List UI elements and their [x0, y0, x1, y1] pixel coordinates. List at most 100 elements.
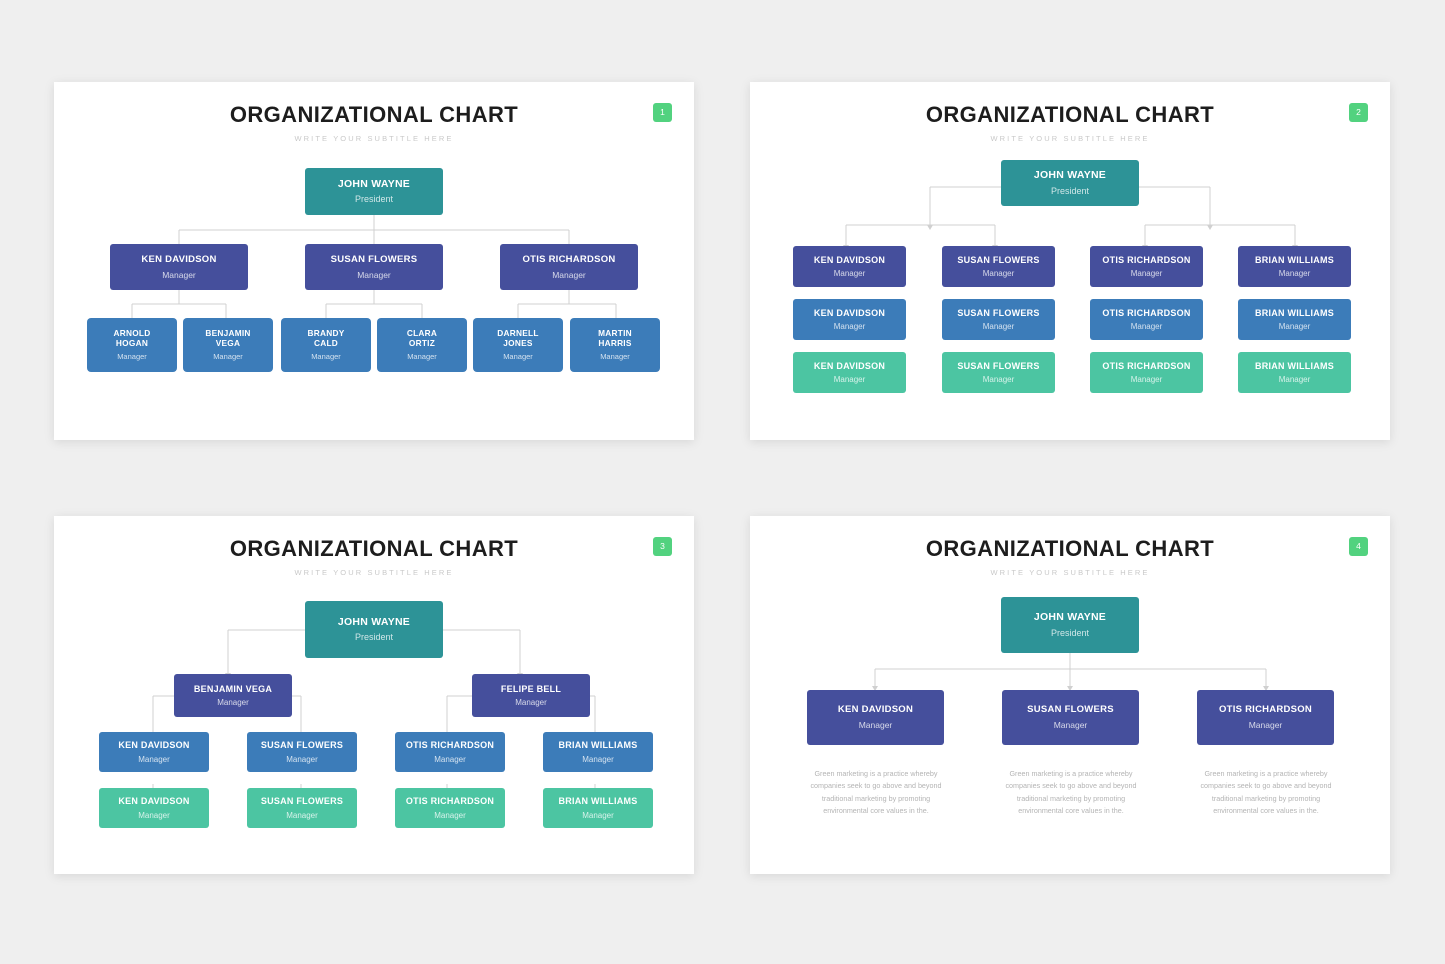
node-name: SUSAN FLOWERS: [1027, 704, 1114, 716]
node-child1-ken-davidson[interactable]: KEN DAVIDSON Manager: [99, 732, 209, 772]
node-president[interactable]: JOHN WAYNE President: [305, 601, 443, 658]
node-name-line2: HOGAN: [115, 337, 149, 348]
connector-lines: [843, 186, 1298, 250]
node-role: Manager: [286, 754, 318, 764]
node-manager-ken-davidson[interactable]: KEN DAVIDSON Manager: [110, 244, 248, 290]
node-child2-susan-flowers[interactable]: SUSAN FLOWERS Manager: [247, 788, 357, 828]
node-leaf-brandy-cald[interactable]: BRANDY CALD Manager: [281, 318, 371, 372]
node-leaf-clara-ortiz[interactable]: CLARA ORTIZ Manager: [377, 318, 467, 372]
chart-canvas: JOHN WAYNE President KEN DAVIDSON Manage…: [54, 82, 694, 440]
node-role: Manager: [503, 352, 533, 362]
node-name: SUSAN FLOWERS: [260, 740, 344, 751]
org-chart-slide-3: ORGANIZATIONAL CHART WRITE YOUR SUBTITLE…: [54, 516, 694, 874]
node-role: Manager: [138, 754, 170, 764]
description-text-ken-davidson: Green marketing is a practice whereby co…: [810, 769, 942, 816]
node-name-line1: MARTIN: [598, 328, 632, 339]
node-branch-benjamin-vega[interactable]: BENJAMIN VEGA Manager: [174, 674, 292, 717]
node-child1-susan-flowers[interactable]: SUSAN FLOWERS Manager: [247, 732, 357, 772]
node-leaf-martin-harris[interactable]: MARTIN HARRIS Manager: [570, 318, 660, 372]
node-name: OTIS RICHARDSON: [405, 740, 495, 751]
node-role: Manager: [286, 810, 318, 820]
node-role: Manager: [213, 352, 243, 362]
node-president[interactable]: JOHN WAYNE President: [1001, 160, 1139, 206]
node-name: OTIS RICHARDSON: [1102, 254, 1191, 265]
node-role: Manager: [582, 754, 614, 764]
node-name: OTIS RICHARDSON: [522, 253, 616, 265]
slide-header: ORGANIZATIONAL CHART WRITE YOUR SUBTITLE…: [750, 82, 1390, 143]
node-name-line2: ORTIZ: [408, 337, 436, 348]
node-name: KEN DAVIDSON: [118, 796, 190, 807]
node-name: SUSAN FLOWERS: [957, 254, 1040, 265]
node-president[interactable]: JOHN WAYNE President: [1001, 597, 1139, 653]
node-role: Manager: [858, 720, 893, 731]
node-col4-row2[interactable]: BRIAN WILLIAMS Manager: [1238, 299, 1351, 340]
node-role: Manager: [600, 352, 630, 362]
slide-number-badge: 2: [1349, 103, 1368, 122]
node-role: Manager: [982, 322, 1015, 332]
node-role: Manager: [1278, 375, 1311, 385]
node-role: Manager: [552, 269, 586, 280]
node-manager-susan-flowers[interactable]: SUSAN FLOWERS Manager: [305, 244, 443, 290]
slide-header: ORGANIZATIONAL CHART WRITE YOUR SUBTITLE…: [750, 516, 1390, 577]
node-name: KEN DAVIDSON: [118, 740, 190, 751]
node-name: JOHN WAYNE: [1033, 169, 1107, 182]
node-name: SUSAN FLOWERS: [957, 307, 1040, 318]
node-name: FELIPE BELL: [500, 683, 562, 694]
org-chart-slide-2: ORGANIZATIONAL CHART WRITE YOUR SUBTITLE…: [750, 82, 1390, 440]
node-leaf-darnell-jones[interactable]: DARNELL JONES Manager: [473, 318, 563, 372]
node-col1-row1[interactable]: KEN DAVIDSON Manager: [793, 246, 906, 287]
node-role: Manager: [1130, 375, 1163, 385]
node-leaf-arnold-hogan[interactable]: ARNOLD HOGAN Manager: [87, 318, 177, 372]
node-role: Manager: [1130, 269, 1163, 279]
node-child2-brian-williams[interactable]: BRIAN WILLIAMS Manager: [543, 788, 653, 828]
node-name-line1: DARNELL: [497, 328, 539, 339]
node-manager-ken-davidson[interactable]: KEN DAVIDSON Manager: [807, 690, 944, 745]
slide-header: ORGANIZATIONAL CHART WRITE YOUR SUBTITLE…: [54, 82, 694, 143]
node-name: BRIAN WILLIAMS: [558, 796, 638, 807]
node-manager-otis-richardson[interactable]: OTIS RICHARDSON Manager: [500, 244, 638, 290]
node-col4-row3[interactable]: BRIAN WILLIAMS Manager: [1238, 352, 1351, 393]
page-subtitle: WRITE YOUR SUBTITLE HERE: [294, 134, 454, 143]
node-name: OTIS RICHARDSON: [405, 796, 495, 807]
node-child2-ken-davidson[interactable]: KEN DAVIDSON Manager: [99, 788, 209, 828]
org-chart-slide-1: ORGANIZATIONAL CHART WRITE YOUR SUBTITLE…: [54, 82, 694, 440]
node-col3-row2[interactable]: OTIS RICHARDSON Manager: [1090, 299, 1203, 340]
node-role: Manager: [407, 352, 437, 362]
node-role: Manager: [357, 269, 391, 280]
node-name: JOHN WAYNE: [337, 177, 411, 190]
node-role: Manager: [1053, 720, 1088, 731]
node-role: Manager: [311, 352, 341, 362]
node-manager-susan-flowers[interactable]: SUSAN FLOWERS Manager: [1002, 690, 1139, 745]
node-child1-otis-richardson[interactable]: OTIS RICHARDSON Manager: [395, 732, 505, 772]
node-col3-row1[interactable]: OTIS RICHARDSON Manager: [1090, 246, 1203, 287]
description-text-otis-richardson: Green marketing is a practice whereby co…: [1200, 769, 1332, 816]
node-name-line2: HARRIS: [598, 337, 632, 348]
node-name: KEN DAVIDSON: [813, 360, 886, 371]
page-title: ORGANIZATIONAL CHART: [229, 102, 519, 127]
node-col1-row2[interactable]: KEN DAVIDSON Manager: [793, 299, 906, 340]
connector-lines: [131, 215, 617, 318]
node-name-line1: CLARA: [406, 328, 438, 339]
connector-lines: [872, 653, 1269, 691]
node-col1-row3[interactable]: KEN DAVIDSON Manager: [793, 352, 906, 393]
node-role: Manager: [833, 375, 866, 385]
node-name-line1: BENJAMIN: [205, 328, 251, 339]
node-child1-brian-williams[interactable]: BRIAN WILLIAMS Manager: [543, 732, 653, 772]
node-role: Manager: [434, 754, 466, 764]
node-col2-row3[interactable]: SUSAN FLOWERS Manager: [942, 352, 1055, 393]
node-col2-row2[interactable]: SUSAN FLOWERS Manager: [942, 299, 1055, 340]
node-name: SUSAN FLOWERS: [330, 253, 418, 265]
node-president[interactable]: JOHN WAYNE President: [305, 168, 443, 215]
slide-header: ORGANIZATIONAL CHART WRITE YOUR SUBTITLE…: [54, 516, 694, 577]
node-col2-row1[interactable]: SUSAN FLOWERS Manager: [942, 246, 1055, 287]
org-chart-slide-4: ORGANIZATIONAL CHART WRITE YOUR SUBTITLE…: [750, 516, 1390, 874]
node-manager-otis-richardson[interactable]: OTIS RICHARDSON Manager: [1197, 690, 1334, 745]
node-role: President: [354, 632, 394, 643]
node-leaf-benjamin-vega[interactable]: BENJAMIN VEGA Manager: [183, 318, 273, 372]
node-col4-row1[interactable]: BRIAN WILLIAMS Manager: [1238, 246, 1351, 287]
node-col3-row3[interactable]: OTIS RICHARDSON Manager: [1090, 352, 1203, 393]
node-name: SUSAN FLOWERS: [260, 796, 344, 807]
node-branch-felipe-bell[interactable]: FELIPE BELL Manager: [472, 674, 590, 717]
page-title: ORGANIZATIONAL CHART: [229, 536, 519, 561]
node-child2-otis-richardson[interactable]: OTIS RICHARDSON Manager: [395, 788, 505, 828]
